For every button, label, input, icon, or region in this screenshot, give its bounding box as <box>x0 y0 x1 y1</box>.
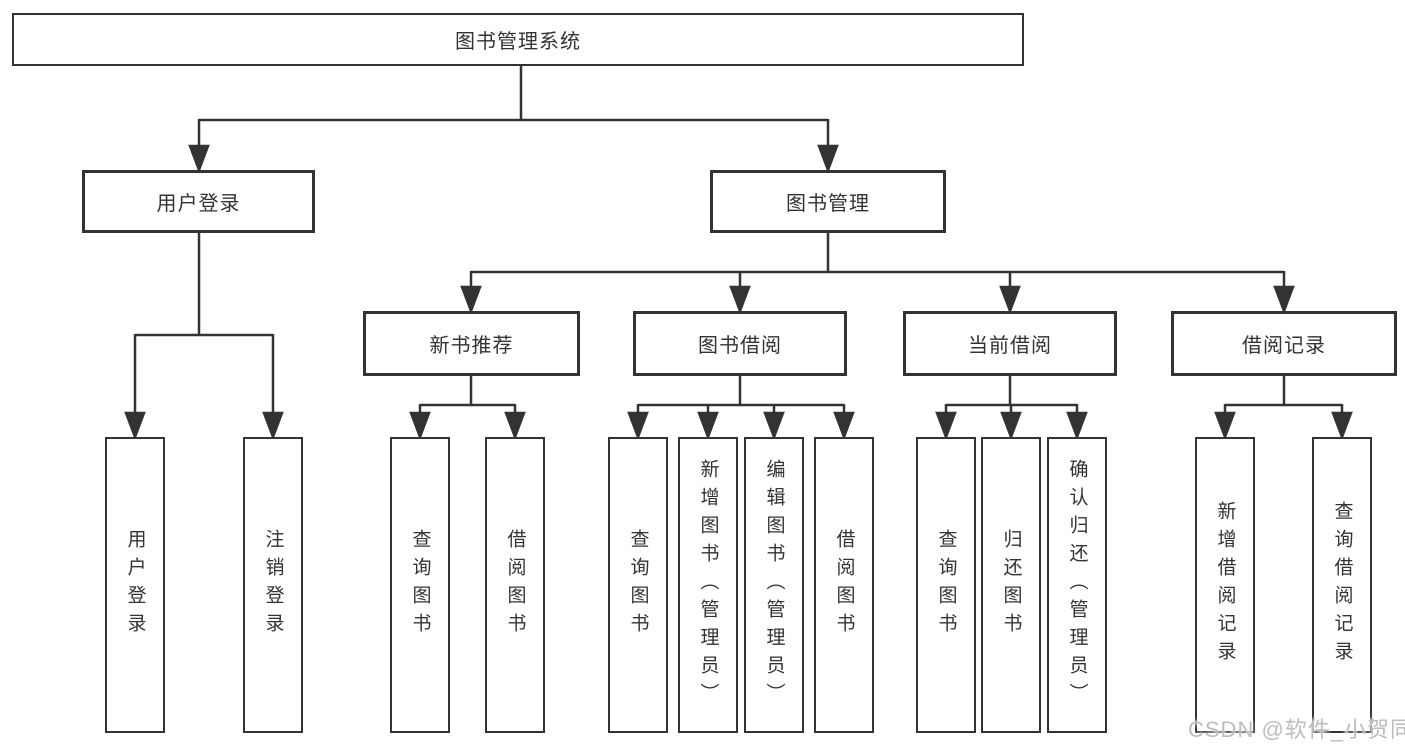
arrow-down-icon <box>1066 411 1088 441</box>
node-book-management: 图书管理 <box>710 170 946 233</box>
node-new-book-recommend: 新书推荐 <box>363 311 580 376</box>
node-label: 确认归还（管理员） <box>1066 459 1088 711</box>
node-user-login: 用户登录 <box>82 170 315 233</box>
arrow-down-icon <box>124 411 146 441</box>
watermark: CSDN @软件_小贺同学 <box>1188 717 1405 742</box>
node-label: 新书推荐 <box>429 335 514 357</box>
node-label: 用户登录 <box>124 529 146 641</box>
leaf-confirm-return-admin: 确认归还（管理员） <box>1047 437 1107 733</box>
node-label: 注销登录 <box>262 529 284 641</box>
arrow-down-icon <box>1214 411 1236 441</box>
node-label: 查询图书 <box>935 529 957 641</box>
arrow-down-icon <box>460 285 482 315</box>
connector-root-to-level1 <box>188 66 839 174</box>
arrow-down-icon <box>935 411 957 441</box>
arrow-down-icon <box>1331 411 1353 441</box>
node-label: 图书管理 <box>786 193 870 215</box>
arrow-down-icon <box>409 411 431 441</box>
node-label: 用户登录 <box>156 193 241 215</box>
connector-book-management-branch <box>460 233 1295 315</box>
node-book-borrowing: 图书借阅 <box>633 311 847 376</box>
node-label: 借阅图书 <box>833 529 855 641</box>
node-label: 新增图书（管理员） <box>697 459 719 711</box>
node-label: 查询图书 <box>409 529 431 641</box>
leaf-query-borrow-record: 查询借阅记录 <box>1312 437 1372 733</box>
connector-current-borrow-branch <box>935 376 1088 441</box>
leaf-borrow-book-borrowing: 借阅图书 <box>814 437 874 733</box>
connector-book-borrow-branch <box>627 376 855 441</box>
arrow-down-icon <box>504 411 526 441</box>
leaf-query-book-borrowing: 查询图书 <box>608 437 668 733</box>
leaf-borrow-book-recommend: 借阅图书 <box>485 437 545 733</box>
node-label: 借阅记录 <box>1242 335 1326 357</box>
node-label: 图书借阅 <box>698 335 782 357</box>
connector-new-book-branch <box>409 376 526 441</box>
arrow-down-icon <box>697 411 719 441</box>
arrow-down-icon <box>999 285 1021 315</box>
leaf-user-login: 用户登录 <box>105 437 165 733</box>
node-label: 新增借阅记录 <box>1214 501 1236 669</box>
leaf-add-book-admin: 新增图书（管理员） <box>678 437 738 733</box>
leaf-edit-book-admin: 编辑图书（管理员） <box>744 437 804 733</box>
arrow-down-icon <box>1000 411 1022 441</box>
node-label: 归还图书 <box>1000 529 1022 641</box>
arrow-down-icon <box>763 411 785 441</box>
node-label: 借阅图书 <box>504 529 526 641</box>
node-label: 查询借阅记录 <box>1331 501 1353 669</box>
arrow-down-icon <box>833 411 855 441</box>
arrow-down-icon <box>729 285 751 315</box>
connector-borrow-records-branch <box>1214 376 1353 441</box>
arrow-down-icon <box>188 144 210 174</box>
connector-user-login-branch <box>124 233 284 441</box>
node-label: 图书管理系统 <box>455 31 581 53</box>
leaf-logout-login: 注销登录 <box>243 437 303 733</box>
arrow-down-icon <box>1273 285 1295 315</box>
node-borrowing-records: 借阅记录 <box>1171 311 1397 376</box>
node-current-borrowing: 当前借阅 <box>903 311 1117 376</box>
arrow-down-icon <box>262 411 284 441</box>
leaf-query-book-current: 查询图书 <box>916 437 976 733</box>
leaf-add-borrow-record: 新增借阅记录 <box>1195 437 1255 733</box>
node-label: 编辑图书（管理员） <box>763 459 785 711</box>
arrow-down-icon <box>817 144 839 174</box>
node-label: 查询图书 <box>627 529 649 641</box>
node-library-system: 图书管理系统 <box>12 13 1024 66</box>
leaf-query-book-recommend: 查询图书 <box>390 437 450 733</box>
leaf-return-book: 归还图书 <box>981 437 1041 733</box>
node-label: 当前借阅 <box>968 335 1052 357</box>
arrow-down-icon <box>627 411 649 441</box>
